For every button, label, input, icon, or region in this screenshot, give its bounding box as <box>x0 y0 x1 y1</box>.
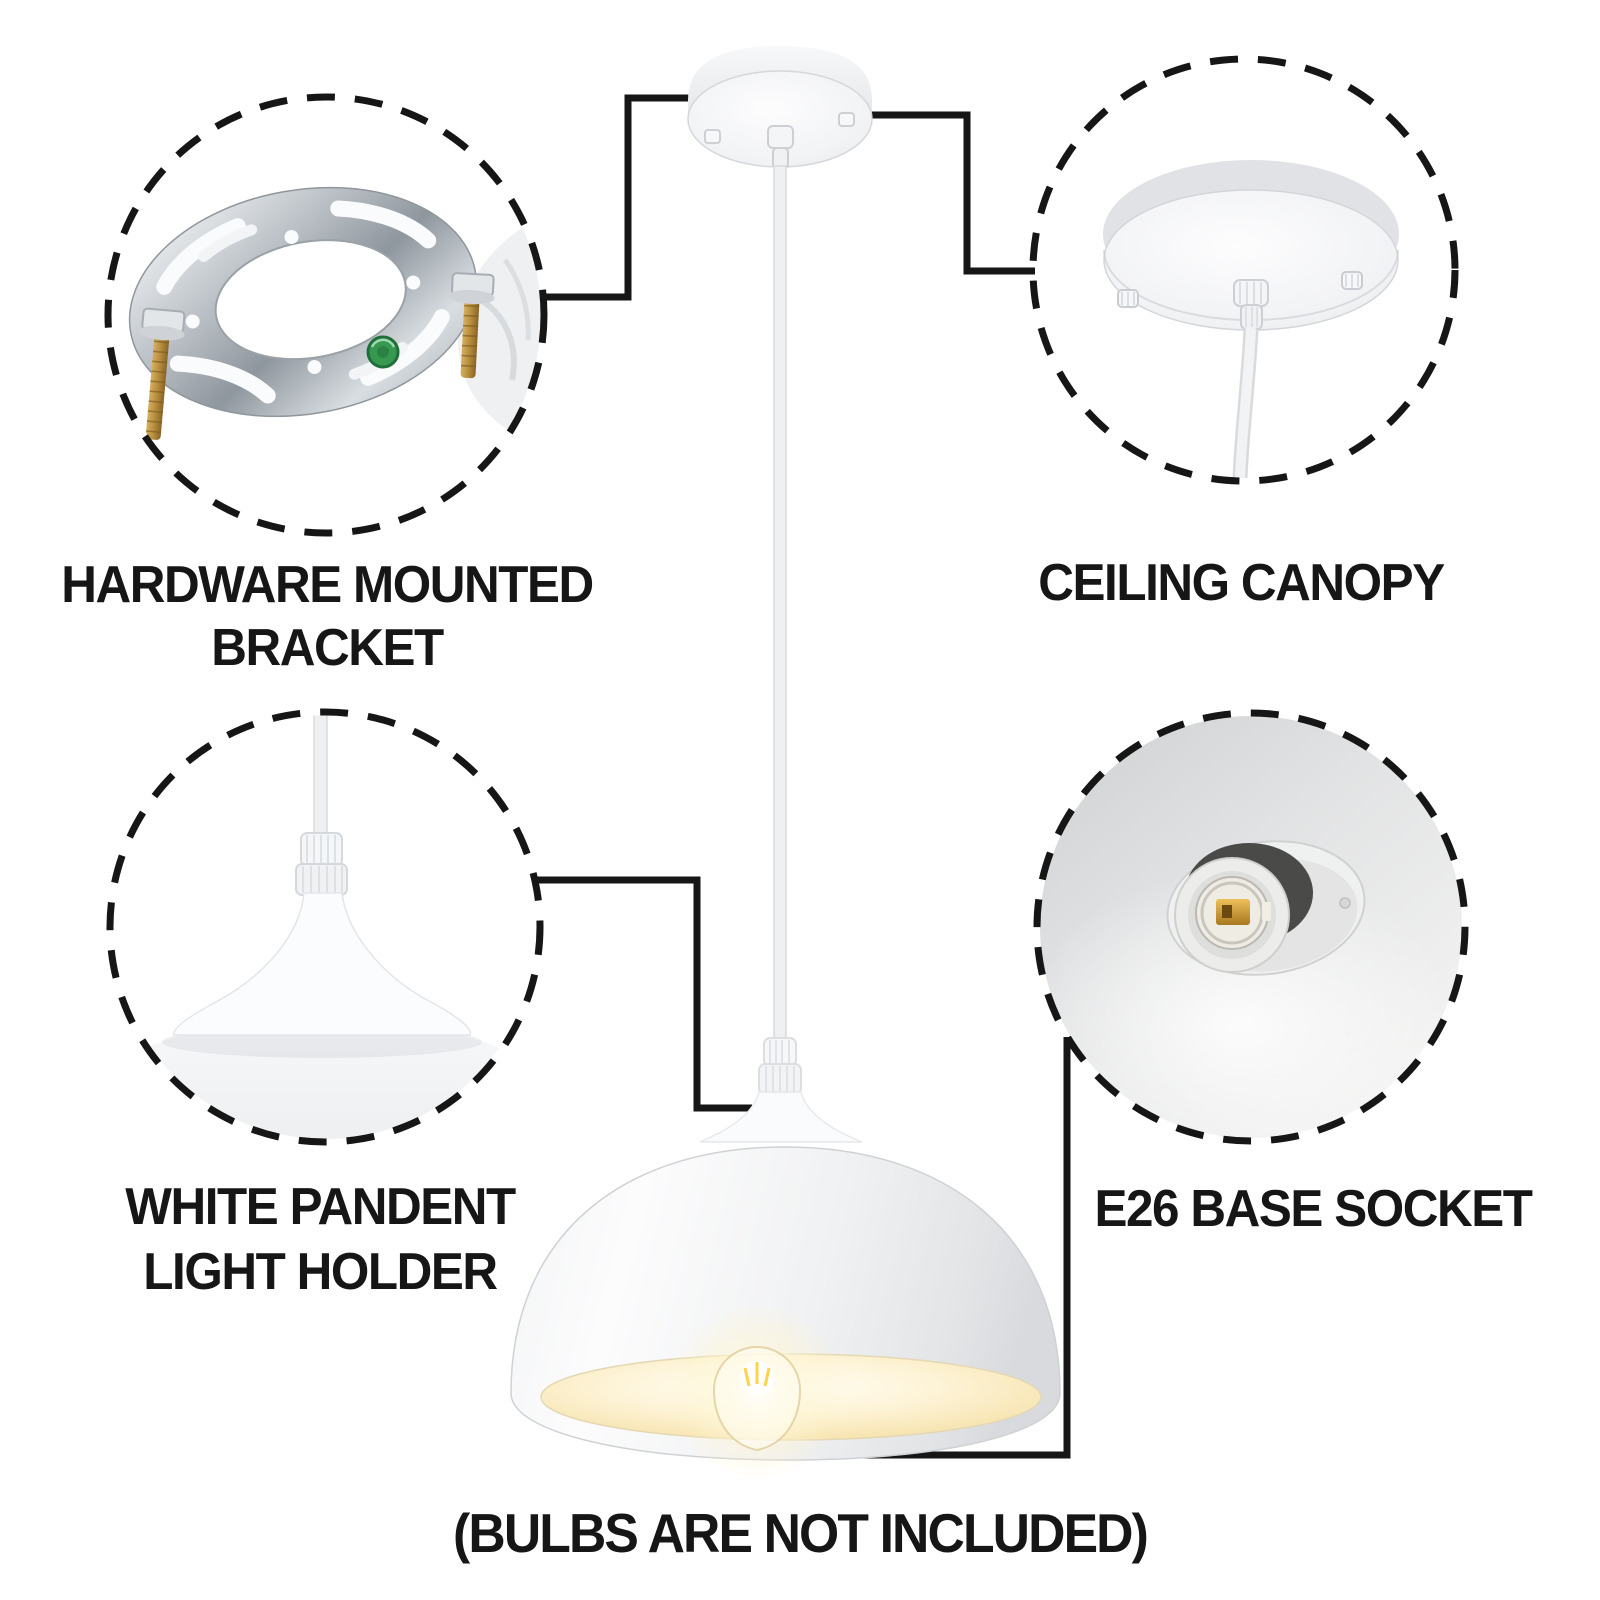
label-bracket-line2: BRACKET <box>211 619 444 677</box>
canopy-cord-grip <box>1233 279 1269 330</box>
label-bracket-line1: HARDWARE MOUNTED <box>61 556 594 614</box>
hardware-mounted-bracket-photo <box>111 100 541 530</box>
ceiling-canopy-main <box>687 46 873 169</box>
shade-neck-cone <box>699 1091 863 1143</box>
holder-strain-relief <box>295 832 348 896</box>
brass-mounting-screw-left <box>138 307 186 440</box>
ceiling-canopy-photo <box>1036 62 1452 478</box>
callout-circle-canopy <box>1029 55 1459 485</box>
label-holder-line2: LIGHT HOLDER <box>143 1243 498 1301</box>
socket-assembly <box>1166 840 1366 976</box>
socket-gold-contact <box>1216 899 1250 925</box>
shade-strain-relief <box>758 1037 802 1095</box>
ground-screw <box>366 335 400 369</box>
connector-canopy-circle-to-canopy <box>871 111 1035 275</box>
callout-circle-bracket <box>104 93 548 537</box>
canopy-thumbscrew-left <box>1117 289 1139 308</box>
e26-base-socket-photo <box>1040 716 1462 1138</box>
label-e26-base-socket: E26 BASE SOCKET <box>1094 1180 1532 1238</box>
glove <box>457 215 541 444</box>
callout-circle-holder <box>106 708 544 1146</box>
holder-cone <box>173 892 472 1036</box>
label-white-pendant-light-holder: WHITE PANDENT LIGHT HOLDER <box>35 1175 605 1305</box>
pendant-cord <box>773 165 787 1047</box>
canopy-screws-main <box>704 112 855 144</box>
callout-circle-socket <box>1033 709 1469 1145</box>
light-bulb <box>669 1304 845 1480</box>
main-pendant-lamp <box>510 46 1061 1480</box>
label-hardware-mounted-bracket: HARDWARE MOUNTED BRACKET <box>42 554 612 680</box>
canopy-disc <box>1103 160 1399 331</box>
footnote-bulbs-not-included: (BULBS ARE NOT INCLUDED) <box>453 1502 1149 1564</box>
label-holder-line1: WHITE PANDENT <box>125 1178 516 1236</box>
label-ceiling-canopy: CEILING CANOPY <box>1038 554 1445 612</box>
holder-cord <box>313 715 328 839</box>
connector-holder-to-shade-top <box>537 876 752 1112</box>
connector-bracket-to-canopy <box>543 94 689 301</box>
brass-mounting-screw-right <box>448 272 495 379</box>
canopy-thumbscrew-right <box>1341 271 1363 290</box>
